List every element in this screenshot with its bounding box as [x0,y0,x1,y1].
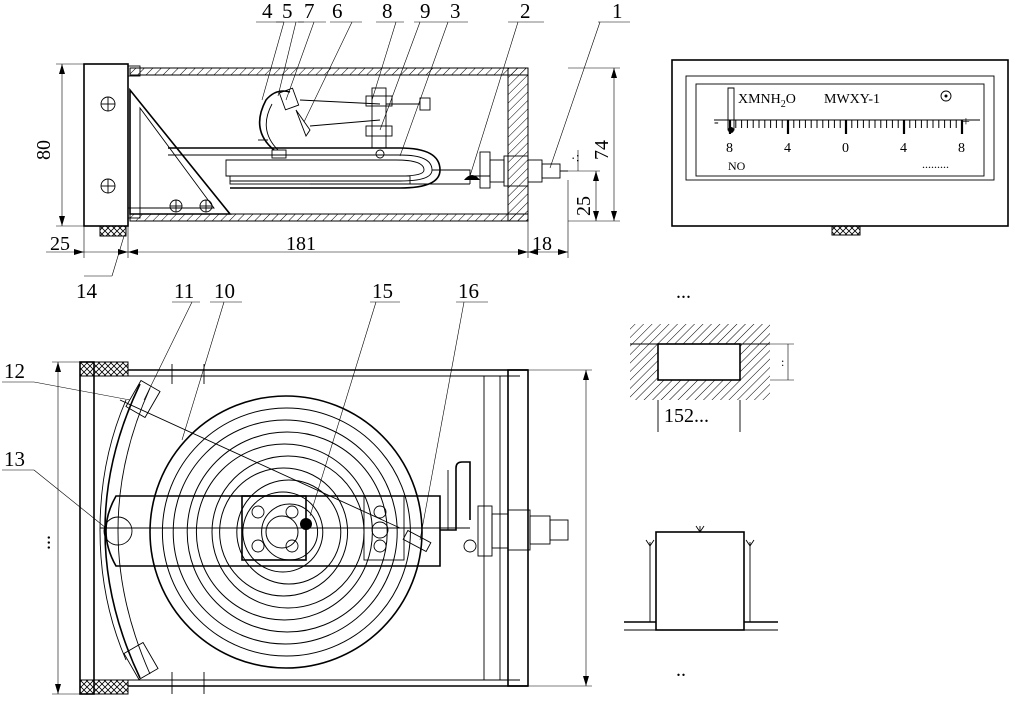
part-number-16: 16 [458,279,479,303]
scale-ticks [728,120,964,134]
gauge-front-view [671,59,1009,236]
cutout-width: 152... [664,405,709,427]
dim-25-right: 25 [573,196,595,216]
spiral-turn [186,431,388,633]
gauge-inner-bezel [685,75,995,181]
scale-label-3: 4 [900,141,907,156]
bracket-screws [169,199,213,213]
scale-label-1: 4 [784,141,791,156]
front-bezel [83,63,129,227]
casing-top-wall [129,67,529,76]
spiral-coil [149,395,423,669]
spiral-turn [195,443,373,621]
part-number-14: 14 [76,279,98,303]
gauge-brand: XMNH2O [738,92,796,110]
scale-label-2: 0 [842,141,849,156]
spiral-turn [149,395,423,669]
spiral-turn [161,407,411,657]
spiral-turn [265,515,299,549]
dim-left-vertical: ... [33,535,55,550]
gauge-dots-label: ......... [922,157,949,171]
triangular-bracket [129,87,232,215]
part-number-4: 4 [262,0,273,23]
leader-lines-side [84,21,630,277]
dim-dots-right: ∴ [569,154,583,162]
gauge-model: MWXY-1 [824,92,880,107]
mount-body [655,531,745,631]
gauge-bottom-clip [831,225,861,236]
rear-wall [507,67,529,222]
spiral-turn [236,479,342,585]
dim-18: 18 [532,233,552,255]
part-number-10: 10 [214,279,235,303]
zero-adjust-screw [940,90,952,102]
leader-lines-front [2,301,488,541]
part-number-15: 15 [372,279,393,303]
dim-25-left: 25 [50,233,70,255]
mounting-bottom-ellipsis: .. [676,659,686,681]
rear-connector [464,151,568,189]
bezel-screw-top [100,96,116,112]
dim-74: 74 [591,140,613,160]
part-number-11: 11 [174,279,194,303]
dim-80: 80 [33,140,55,160]
mounting-foot [99,225,127,237]
part-number-2: 2 [520,0,531,23]
gauge-plus: + [962,115,970,130]
part-number-3: 3 [450,0,461,23]
part-number-12: 12 [4,359,25,383]
dimension-lines-front [52,361,592,695]
spiral-turn [219,467,349,597]
scale-label-4: 8 [958,141,965,156]
side-section-view [46,21,630,277]
cutout-side-label: : [781,355,784,369]
tube-assembly [168,147,471,189]
cutout-top-ellipsis: ... [676,281,691,303]
spiral-turn [172,419,398,645]
bezel-screw-bottom [100,178,116,194]
part-number-8: 8 [382,0,393,23]
gauge-dial-window [695,83,985,177]
front-casing-top [79,361,129,377]
part-number-5: 5 [282,0,293,23]
linkage-mechanism [258,87,431,159]
pointer-arm [105,495,441,567]
scale-label-0: 8 [726,141,733,156]
gauge-minus: - [714,115,719,130]
dimension-lines-side [46,63,620,258]
part-number-6: 6 [332,0,343,23]
dial-arc [104,383,141,679]
front-connector [463,505,569,557]
dim-181: 181 [286,233,316,255]
cutout-opening [657,343,741,381]
part-number-1: 1 [612,0,623,23]
front-section-view [2,301,592,695]
casing-bottom-wall [129,213,529,222]
part-number-9: 9 [420,0,431,23]
panel-mounting-detail [624,525,778,631]
panel-cutout-detail [630,324,794,432]
part-number-7: 7 [304,0,315,23]
front-casing-bottom [79,679,129,695]
center-screws [251,505,389,553]
part-number-13: 13 [4,447,25,471]
gauge-no-label: NO [728,159,746,173]
